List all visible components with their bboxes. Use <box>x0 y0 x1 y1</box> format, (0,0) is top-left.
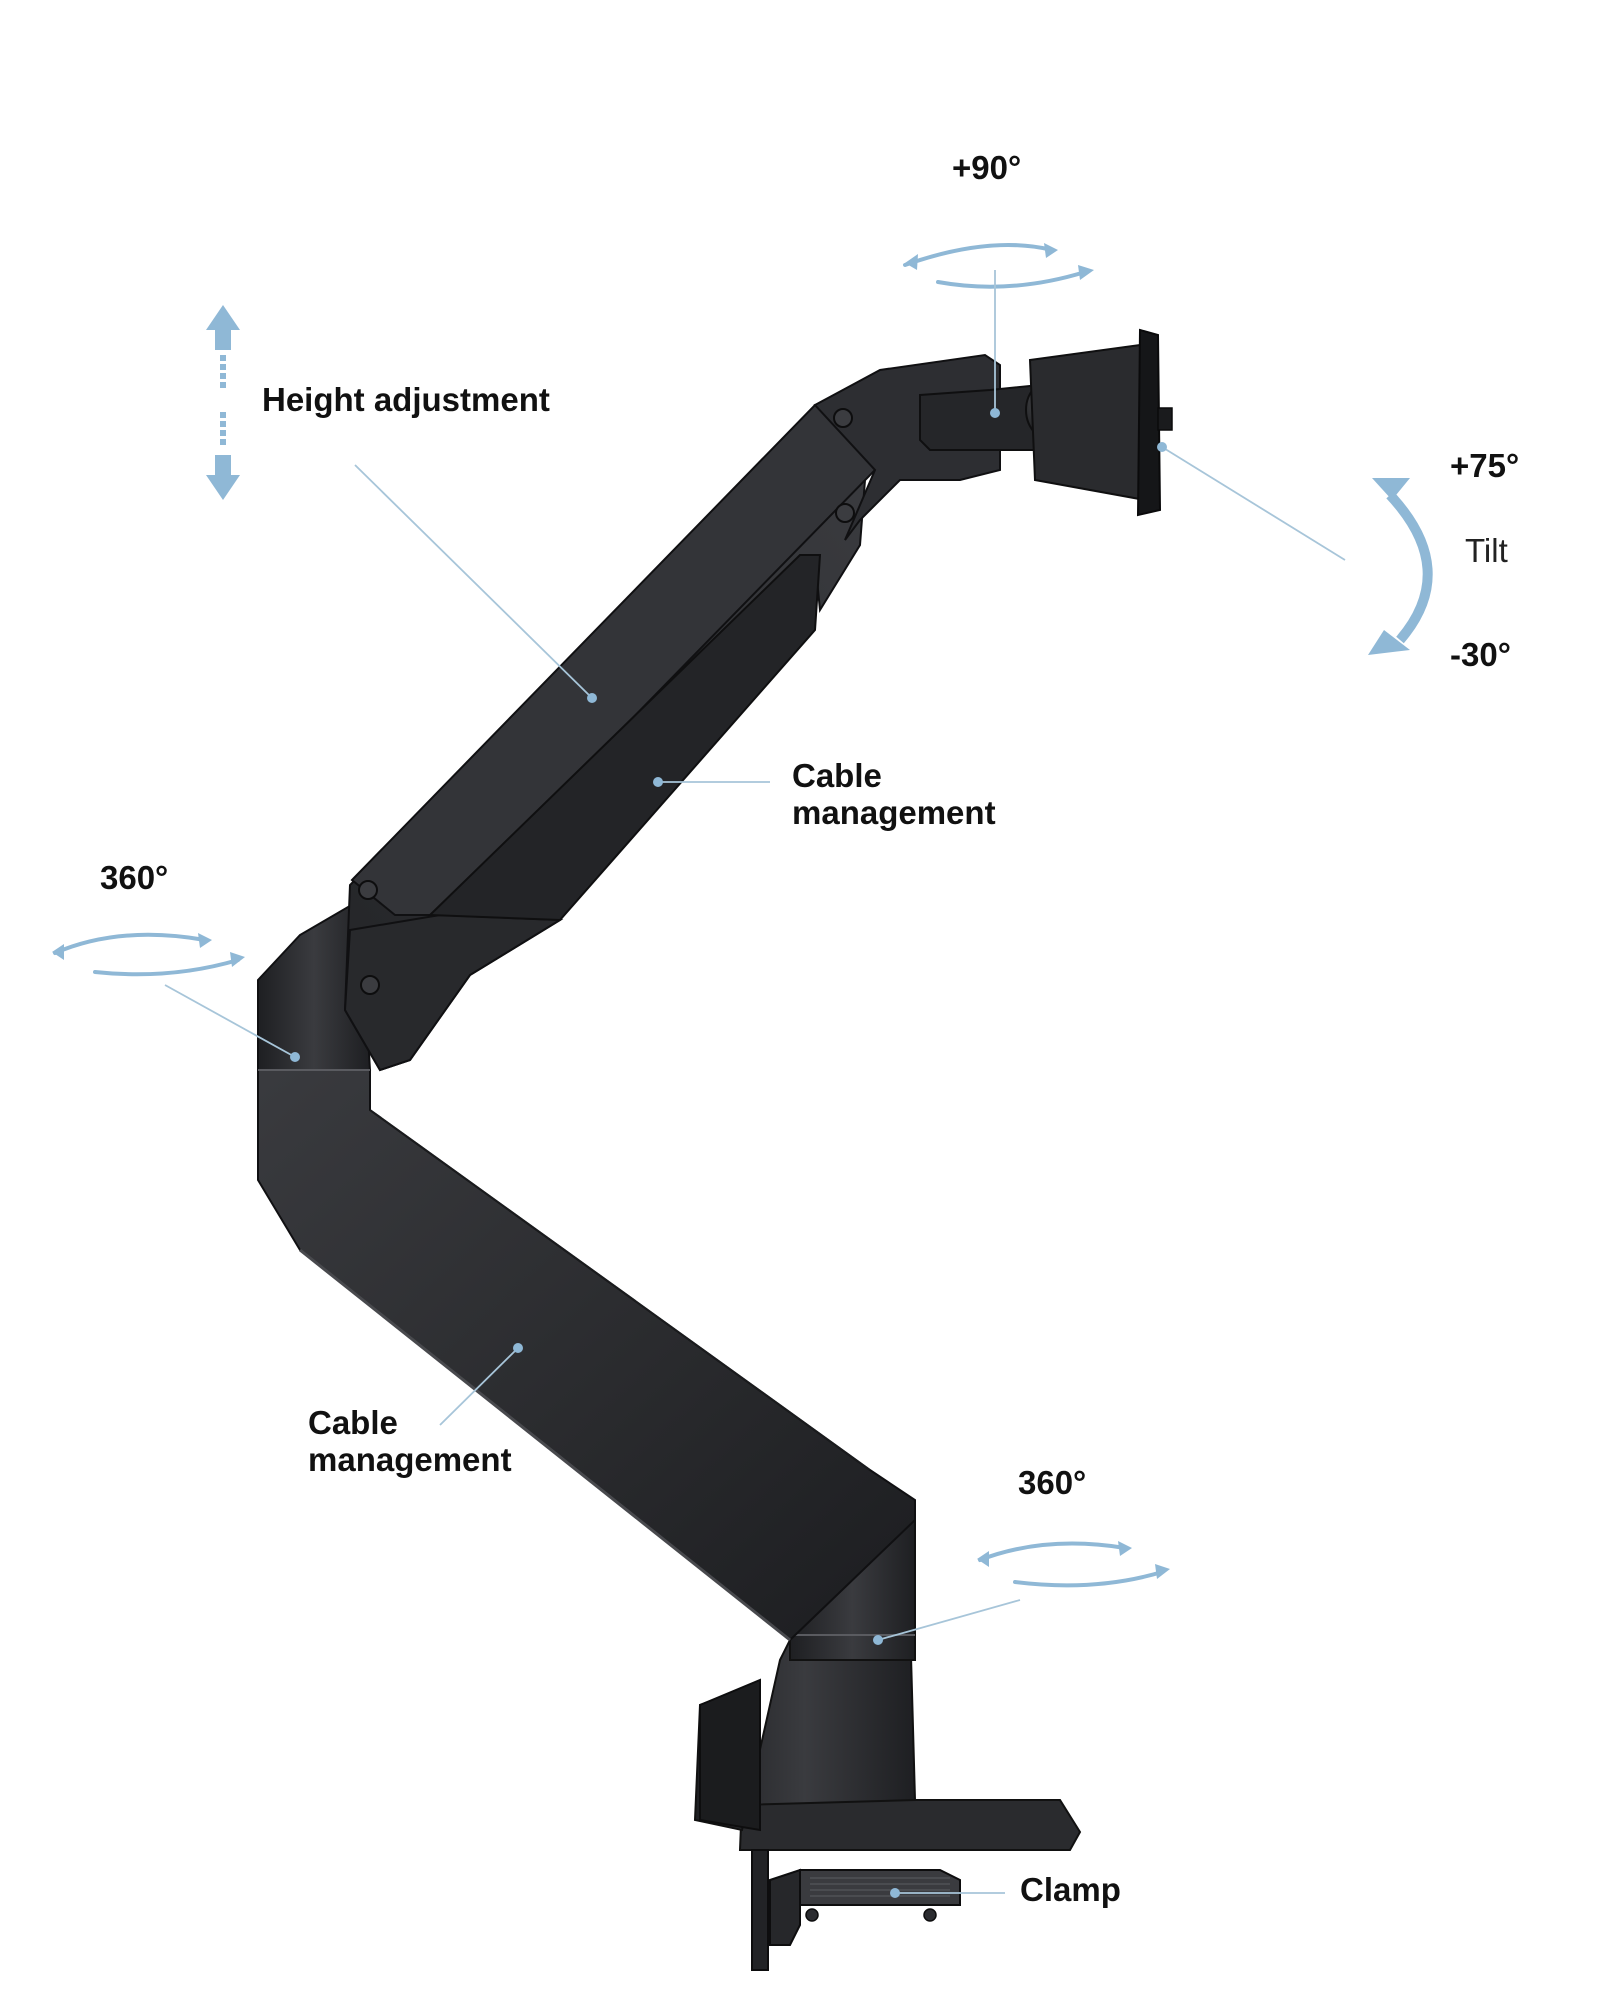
cable-cover-upper <box>427 554 822 922</box>
arm-screws <box>358 408 855 995</box>
cable-management-upper-label: Cable management <box>792 757 996 832</box>
height-adjustment-label: Height adjustment <box>262 381 550 418</box>
clamp-pad <box>799 1869 961 1906</box>
leader-lines <box>164 270 1346 1894</box>
cable-management-lower-line2: management <box>308 1440 512 1478</box>
leader-dots <box>290 408 1167 1898</box>
clamp-label: Clamp <box>1020 1871 1121 1908</box>
cable-management-upper-line2: management <box>792 793 996 831</box>
vesa-plate <box>1028 343 1147 502</box>
swivel-angle-label: +90° <box>952 149 1022 186</box>
cable-management-lower-line1: Cable <box>308 1404 398 1441</box>
upper-arm-lower-link <box>343 913 564 1072</box>
tilt-joint-block <box>919 383 1041 451</box>
rotation-arrow-icon-base <box>977 1541 1170 1588</box>
rotation-arrow-icon-left <box>52 932 245 977</box>
tilt-down-label: -30° <box>1450 636 1511 673</box>
clamp-bracket <box>769 1868 801 1946</box>
cable-management-upper-line1: Cable <box>792 757 882 794</box>
tilt-arrow-icon <box>1368 478 1433 655</box>
rotation-left-label: 360° <box>100 859 169 896</box>
tilt-label: Tilt <box>1465 532 1508 569</box>
monitor-arm <box>257 328 1173 1971</box>
height-arrow-icon <box>206 305 240 500</box>
rotation-base-label: 360° <box>1018 1464 1087 1501</box>
swivel-arrow-icon <box>903 243 1094 289</box>
cable-management-lower-label: Cable management <box>308 1404 512 1479</box>
lower-arm <box>257 1043 916 1642</box>
tilt-up-label: +75° <box>1450 447 1520 484</box>
clamp-screw-bar <box>751 1849 769 1971</box>
clamp-base-plate <box>738 1799 1082 1851</box>
